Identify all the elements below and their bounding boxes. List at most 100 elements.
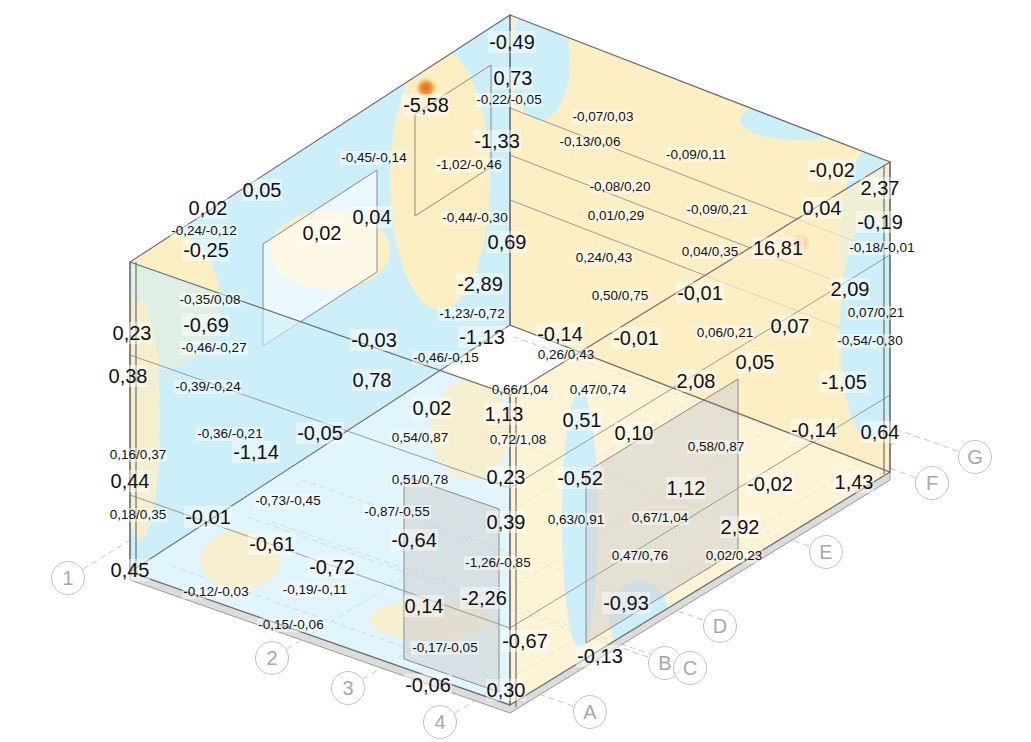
result-range: 0,24/0,43 (575, 251, 633, 266)
wall-outline (510, 15, 890, 472)
result-value: 1,13 (484, 403, 525, 425)
result-range: -0,08/0,20 (589, 180, 652, 195)
result-range: 0,16/0,37 (109, 448, 167, 463)
result-value: 0,05 (242, 179, 283, 201)
result-range: -1,23/-0,72 (438, 307, 505, 322)
grid-axis-label: F (926, 473, 938, 493)
result-range: -0,73/-0,45 (254, 494, 321, 509)
result-range: -0,39/-0,24 (174, 380, 241, 395)
result-range: -0,13/0,06 (559, 135, 622, 150)
grid-bubble: E (809, 535, 843, 569)
door-opening (586, 379, 738, 643)
grid-axis-label: 3 (342, 678, 353, 698)
result-zone (740, 100, 860, 140)
result-range: -0,09/0,21 (686, 203, 749, 218)
grid-bubble: A (573, 695, 607, 729)
result-value: 0,05 (735, 351, 776, 373)
panel-edge (130, 495, 510, 628)
result-value: 0,44 (110, 470, 151, 492)
grid-axis-label: G (967, 447, 983, 467)
result-value: 0,45 (110, 559, 151, 581)
result-range: -0,44/-0,30 (441, 211, 508, 226)
result-value: -5,58 (402, 94, 450, 116)
grid-axis-label: 4 (434, 712, 445, 732)
result-value: -0,14 (790, 419, 838, 441)
result-value: -0,25 (182, 239, 230, 261)
grid-axis-label: B (658, 653, 671, 673)
result-value: 0,64 (860, 421, 901, 443)
grid-axis-label: 1 (62, 568, 73, 588)
grid-axis-label: A (583, 702, 596, 722)
wall-edge (135, 262, 136, 574)
result-value: 0,14 (404, 595, 445, 617)
result-range: 0,63/0,91 (547, 513, 605, 528)
grid-axis-label: 2 (266, 648, 277, 668)
panel-edge (510, 255, 890, 488)
result-value: -1,13 (458, 326, 506, 348)
result-value: -0,72 (308, 556, 356, 578)
result-value: 0,02 (188, 197, 229, 219)
result-value: -0,02 (746, 473, 794, 495)
result-value: 2,09 (830, 278, 871, 300)
result-range: -0,54/-0,30 (836, 334, 903, 349)
result-range: -0,15/-0,06 (257, 618, 324, 633)
wall-outline (130, 15, 510, 572)
result-range: -0,09/0,11 (665, 148, 727, 163)
wall-outline (510, 162, 890, 705)
result-value: -0,52 (556, 467, 604, 489)
result-value: 0,39 (486, 511, 527, 533)
result-value: -0,06 (404, 674, 452, 696)
result-range: -0,18/-0,01 (848, 241, 915, 256)
result-range: -1,02/-0,46 (435, 158, 502, 173)
result-value: 0,04 (352, 206, 393, 228)
result-range: 0,58/0,87 (687, 440, 745, 455)
grid-bubble: 2 (255, 641, 289, 675)
result-value: -0,67 (501, 630, 549, 652)
result-value: 0,51 (562, 409, 603, 431)
result-value: -0,61 (248, 533, 296, 555)
result-value: -0,64 (390, 529, 438, 551)
result-value: -0,01 (612, 327, 660, 349)
result-range: -0,19/-0,11 (282, 583, 348, 598)
result-value: 0,04 (802, 197, 843, 219)
result-range: -0,46/-0,27 (180, 341, 247, 356)
result-range: -0,22/-0,05 (475, 93, 542, 108)
result-value: 2,37 (860, 177, 901, 199)
result-range: 0,01/0,29 (587, 209, 645, 224)
grid-bubble: G (958, 440, 992, 474)
result-range: -0,07/0,03 (572, 110, 635, 125)
result-value: -0,02 (808, 159, 856, 181)
result-value: 16,81 (752, 237, 804, 259)
result-value: -0,05 (296, 422, 344, 444)
result-value: -0,49 (488, 31, 536, 53)
grid-axis-label: C (683, 658, 697, 678)
result-range: 0,07/0,21 (847, 306, 905, 321)
result-range: 0,02/0,23 (705, 549, 763, 564)
result-value: 0,78 (352, 369, 393, 391)
result-value: 0,69 (487, 231, 528, 253)
result-value: -1,33 (473, 130, 521, 152)
grid-bubble: C (673, 651, 707, 685)
result-value: -0,14 (536, 323, 584, 345)
result-range: 0,47/0,74 (569, 383, 627, 398)
grid-axis-label: D (713, 616, 727, 636)
result-value: 1,12 (666, 477, 707, 499)
grid-bubble: 3 (331, 671, 365, 705)
grid-bubble: 1 (51, 561, 85, 595)
result-range: 0,18/0,35 (109, 508, 167, 523)
result-value: 0,10 (614, 422, 655, 444)
result-range: -0,45/-0,14 (340, 151, 407, 166)
wall-panel (510, 162, 890, 705)
result-range: 0,51/0,78 (391, 473, 449, 488)
result-value: 2,92 (720, 516, 761, 538)
result-value: 0,02 (302, 222, 343, 244)
result-range: 0,54/0,87 (391, 431, 449, 446)
result-value: -0,19 (856, 211, 904, 233)
grid-bubble: D (703, 609, 737, 643)
result-range: -0,35/0,08 (179, 293, 242, 308)
grid-bubble: F (915, 466, 949, 500)
result-range: 0,50/0,75 (591, 289, 649, 304)
result-value: 2,08 (676, 370, 717, 392)
